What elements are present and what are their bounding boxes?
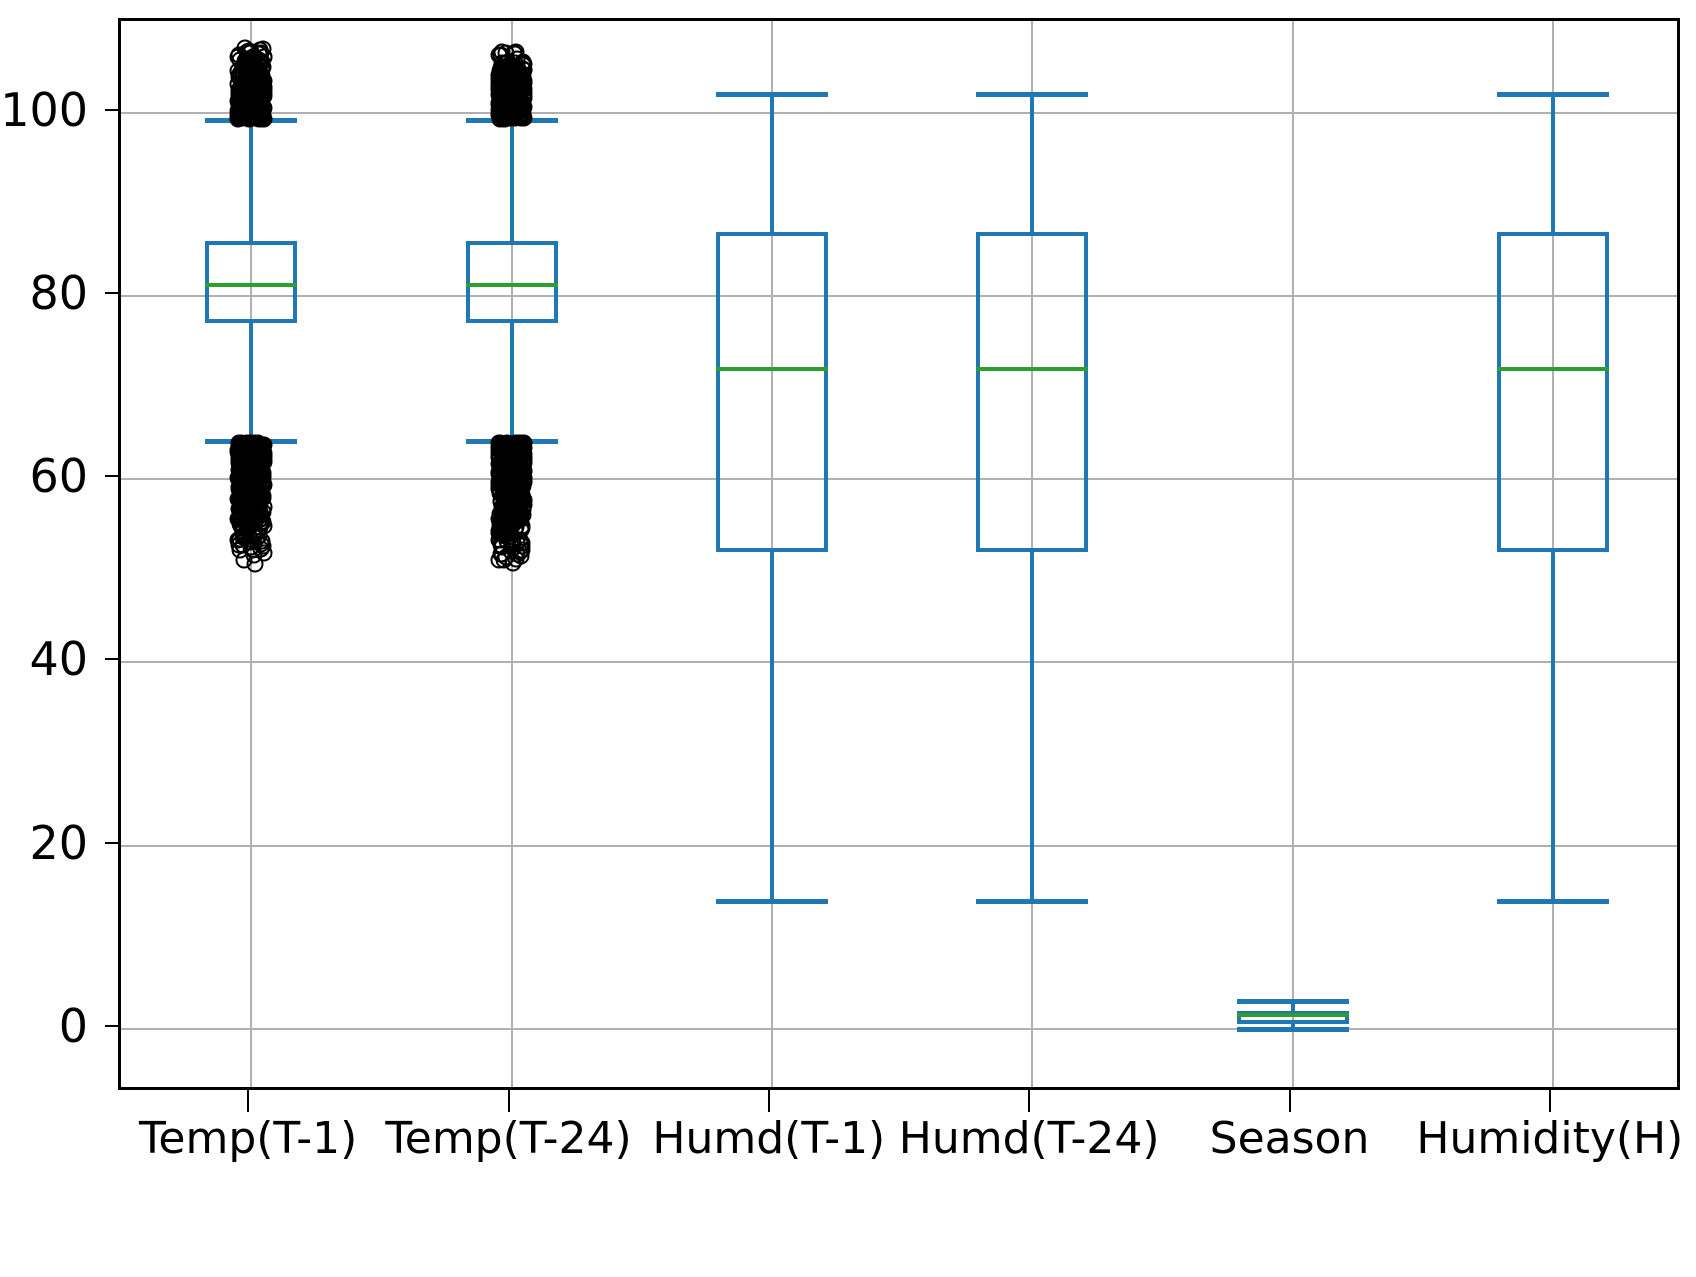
y-tick-mark-20 bbox=[105, 841, 118, 844]
whisker-upper bbox=[249, 119, 254, 241]
gridline-y-60 bbox=[121, 478, 1677, 481]
gridline-y-20 bbox=[121, 844, 1677, 847]
gridline-y-100 bbox=[121, 111, 1677, 114]
box-iqr bbox=[205, 240, 298, 324]
gridline-y-0 bbox=[121, 1027, 1677, 1030]
y-tick-label-20: 20 bbox=[29, 815, 88, 870]
x-tick-label-humd-t-1: Humd(T-1) bbox=[652, 1113, 886, 1164]
y-tick-label-60: 60 bbox=[29, 449, 88, 504]
x-tick-mark-4 bbox=[1288, 1090, 1291, 1112]
x-tick-label-humd-t-24: Humd(T-24) bbox=[898, 1113, 1160, 1164]
gridline-y-80 bbox=[121, 294, 1677, 297]
x-tick-mark-5 bbox=[1548, 1090, 1551, 1112]
boxplot-humidity-h bbox=[121, 21, 1677, 1087]
x-tick-label-humidity-h: Humidity(H) bbox=[1416, 1113, 1684, 1164]
x-tick-mark-0 bbox=[247, 1090, 250, 1112]
y-tick-mark-40 bbox=[105, 658, 118, 661]
x-tick-label-temp-t-1: Temp(T-1) bbox=[139, 1113, 358, 1164]
gridline-y-40 bbox=[121, 661, 1677, 664]
outlier-point bbox=[234, 91, 252, 109]
median-line bbox=[1496, 367, 1609, 372]
median-line bbox=[205, 282, 298, 287]
whisker-lower bbox=[249, 323, 254, 441]
whisker-cap-upper bbox=[1496, 92, 1609, 98]
gridline-x-4 bbox=[1291, 21, 1294, 1087]
x-tick-mark-1 bbox=[507, 1090, 510, 1112]
y-tick-mark-100 bbox=[105, 108, 118, 111]
y-tick-label-80: 80 bbox=[29, 265, 88, 320]
plot-area bbox=[118, 18, 1680, 1090]
outlier-point bbox=[229, 48, 247, 66]
y-tick-label-100: 100 bbox=[0, 82, 88, 137]
y-tick-mark-60 bbox=[105, 475, 118, 478]
boxplot-temp-t-1 bbox=[121, 21, 1677, 1087]
y-tick-mark-80 bbox=[105, 291, 118, 294]
x-tick-label-temp-t-24: Temp(T-24) bbox=[385, 1113, 632, 1164]
whisker-upper bbox=[1550, 94, 1555, 232]
x-tick-mark-3 bbox=[1028, 1090, 1031, 1112]
outlier-point bbox=[254, 74, 272, 92]
y-tick-mark-0 bbox=[105, 1024, 118, 1027]
outlier-point bbox=[231, 65, 249, 83]
whisker-cap-lower bbox=[1496, 898, 1609, 904]
y-tick-label-40: 40 bbox=[29, 632, 88, 687]
y-tick-label-0: 0 bbox=[58, 998, 88, 1053]
x-tick-label-season: Season bbox=[1209, 1113, 1370, 1164]
box-iqr bbox=[1496, 231, 1609, 553]
x-tick-mark-2 bbox=[767, 1090, 770, 1112]
whisker-lower bbox=[1550, 552, 1555, 901]
